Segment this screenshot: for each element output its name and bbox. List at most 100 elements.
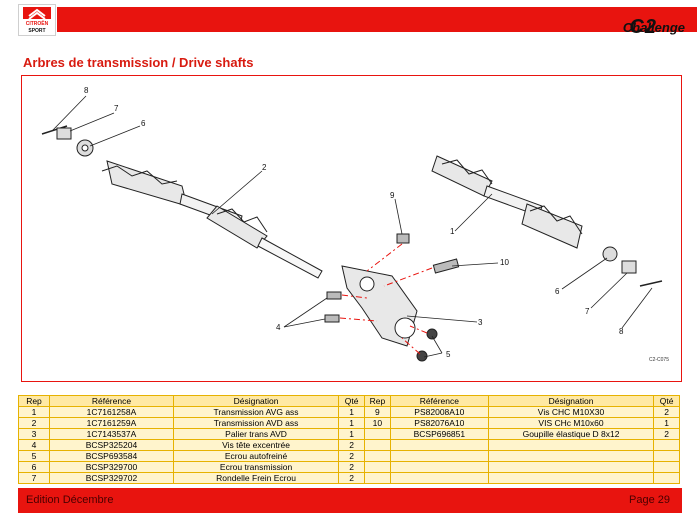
cell-qty: 2	[338, 439, 365, 451]
cell-designation: Ecrou autofreiné	[172, 450, 340, 462]
cell-rep	[363, 472, 391, 484]
cell-designation	[487, 439, 655, 451]
callout-6-bottom: 6	[555, 287, 560, 296]
cell-rep	[363, 428, 391, 440]
footer-bar: Edition Décembre Page 29	[18, 488, 682, 513]
callout-9: 9	[390, 191, 395, 200]
cell-reference	[389, 450, 489, 462]
cell-qty: 1	[653, 417, 680, 429]
cell-designation: Vis CHC M10X30	[487, 406, 655, 418]
cell-qty	[653, 439, 680, 451]
header-rep: Rep	[18, 395, 50, 407]
cell-rep: 5	[18, 450, 50, 462]
cell-rep: 7	[18, 472, 50, 484]
cell-rep: 2	[18, 417, 50, 429]
cell-reference: BCSP325204	[48, 439, 174, 451]
callout-3: 3	[478, 318, 483, 327]
cell-rep: 9	[363, 406, 391, 418]
cell-designation: Palier trans AVD	[172, 428, 340, 440]
cell-rep: 6	[18, 461, 50, 473]
header-reference: Référence	[48, 395, 174, 407]
cell-designation: Rondelle Frein Ecrou	[172, 472, 340, 484]
header-reference: Référence	[389, 395, 489, 407]
chevrons-icon: CITROËN SPORT	[23, 7, 51, 34]
callout-4: 4	[276, 323, 281, 332]
cell-rep	[363, 439, 391, 451]
cell-rep: 4	[18, 439, 50, 451]
cell-rep: 10	[363, 417, 391, 429]
cell-rep	[363, 461, 391, 473]
cell-designation: VIS CHc M10x60	[487, 417, 655, 429]
cell-rep: 1	[18, 406, 50, 418]
page-number: Page 29	[629, 494, 670, 506]
cell-qty: 2	[338, 472, 365, 484]
cell-qty: 2	[653, 406, 680, 418]
callout-10: 10	[500, 258, 509, 267]
callout-5: 5	[446, 350, 451, 359]
cell-reference: BCSP693584	[48, 450, 174, 462]
cell-designation: Goupille élastique D 8x12	[487, 428, 655, 440]
callout-2: 2	[262, 163, 267, 172]
cell-qty: 2	[653, 428, 680, 440]
cell-designation: Vis tête excentrée	[172, 439, 340, 451]
cell-rep	[363, 450, 391, 462]
logo-text-bottom: SPORT	[28, 28, 45, 34]
parts-table-header: Rep Référence Désignation Qté Rep Référe…	[18, 395, 680, 407]
cell-reference	[389, 461, 489, 473]
header-bar: C2 Challenge	[57, 7, 697, 38]
cell-reference: BCSP329700	[48, 461, 174, 473]
cell-reference: 1C7161258A	[48, 406, 174, 418]
cell-qty: 2	[338, 461, 365, 473]
cell-reference	[389, 439, 489, 451]
cell-qty	[653, 472, 680, 484]
cell-reference: 1C7161259A	[48, 417, 174, 429]
cell-reference: 1C7143537A	[48, 428, 174, 440]
callout-8-bottom: 8	[619, 327, 624, 336]
model-subtitle: Challenge	[622, 20, 685, 35]
edition-label: Edition Décembre	[26, 494, 114, 506]
header-qty: Qté	[653, 395, 680, 407]
logo-text-top: CITROËN	[26, 20, 49, 27]
header-qty: Qté	[338, 395, 365, 407]
header-designation: Désignation	[172, 395, 340, 407]
cell-qty: 2	[338, 450, 365, 462]
drive-shaft-drawing: 8 7 6 2 9 1 10 4 3 5 6 7 8	[41, 86, 663, 362]
right-cv-boot-inner	[431, 155, 493, 197]
cell-qty: 1	[338, 417, 365, 429]
cell-reference: PS82076A10	[389, 417, 489, 429]
cell-rep: 3	[18, 428, 50, 440]
parts-table: Rep Référence Désignation Qté Rep Référe…	[18, 395, 680, 484]
cell-reference: BCSP696851	[389, 428, 489, 440]
page-title: Arbres de transmission / Drive shafts	[23, 55, 254, 70]
model-name: C2	[629, 16, 657, 38]
cell-qty: 1	[338, 428, 365, 440]
exploded-diagram: 8 7 6 2 9 1 10 4 3 5 6 7 8 C2-C075	[21, 75, 682, 382]
callout-7-bottom: 7	[585, 307, 590, 316]
header-rep: Rep	[363, 395, 391, 407]
callout-8-top: 8	[84, 86, 89, 95]
left-cv-boot-inner	[206, 205, 268, 249]
callout-7-top: 7	[114, 104, 119, 113]
cell-qty	[653, 461, 680, 473]
callout-6-top: 6	[141, 119, 146, 128]
cell-qty	[653, 450, 680, 462]
cell-designation	[487, 450, 655, 462]
cell-designation: Ecrou transmission	[172, 461, 340, 473]
diagram-ref-code: C2-C075	[648, 357, 669, 363]
cell-designation: Transmission AVD ass	[172, 417, 340, 429]
cell-reference: BCSP329702	[48, 472, 174, 484]
cell-reference	[389, 472, 489, 484]
cell-designation: Transmission AVG ass	[172, 406, 340, 418]
cell-designation	[487, 472, 655, 484]
citroen-sport-logo: CITROËN SPORT	[18, 4, 56, 36]
cell-designation	[487, 461, 655, 473]
callout-1: 1	[450, 227, 455, 236]
cell-reference: PS82008A10	[389, 406, 489, 418]
